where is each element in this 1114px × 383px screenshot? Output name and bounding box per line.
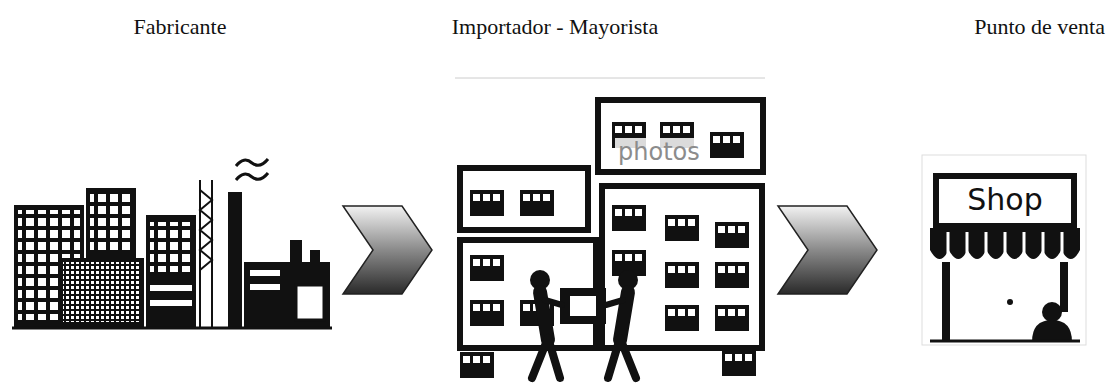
shop-icon (922, 155, 1086, 345)
stage-heading: Punto de venta (974, 14, 1105, 40)
warehouse-icon (455, 78, 765, 378)
shop-stage: Punto de ventaShop (885, 0, 1107, 350)
factory-icon (12, 159, 332, 328)
chevron-arrow (778, 206, 877, 294)
watermark-text: photos (615, 138, 703, 166)
stage-heading: Importador - Mayorista (452, 14, 659, 40)
shop-sign-text: Shop (967, 182, 1042, 218)
chevron-arrow (343, 206, 432, 294)
stage-heading: Fabricante (134, 14, 227, 40)
wholesaler-stage: Importador - Mayorista (440, 0, 770, 383)
factory-stage: Fabricante (10, 0, 335, 340)
